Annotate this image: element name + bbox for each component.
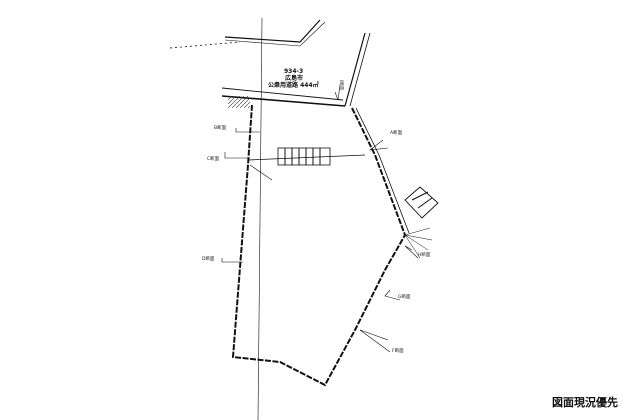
section-b-label: B断面: [214, 124, 227, 131]
section-g-label: G断面: [398, 293, 411, 300]
parcel-number: 934-3: [284, 68, 303, 75]
section-i-label: I断面: [338, 80, 345, 91]
parcel-owner: 広島市: [285, 74, 303, 82]
side-road: [344, 32, 366, 107]
section-c-label: C断面: [207, 155, 220, 162]
section-f-label: F断面: [392, 347, 404, 354]
section-h-label: H断面: [418, 251, 431, 258]
grid-line: [257, 17, 263, 420]
road-edge: [221, 87, 344, 101]
dotted-boundary: [169, 41, 241, 49]
section-d-label: D断面: [202, 255, 215, 262]
caption-note: 図面現況優先: [552, 396, 618, 409]
hatched-plot: [404, 186, 439, 219]
section-a-label: A断面: [390, 129, 403, 136]
upper-road-edge: [224, 19, 321, 43]
parcel-use-area: 公衆用道路 444㎡: [268, 81, 319, 89]
boundary-line: [231, 104, 407, 387]
